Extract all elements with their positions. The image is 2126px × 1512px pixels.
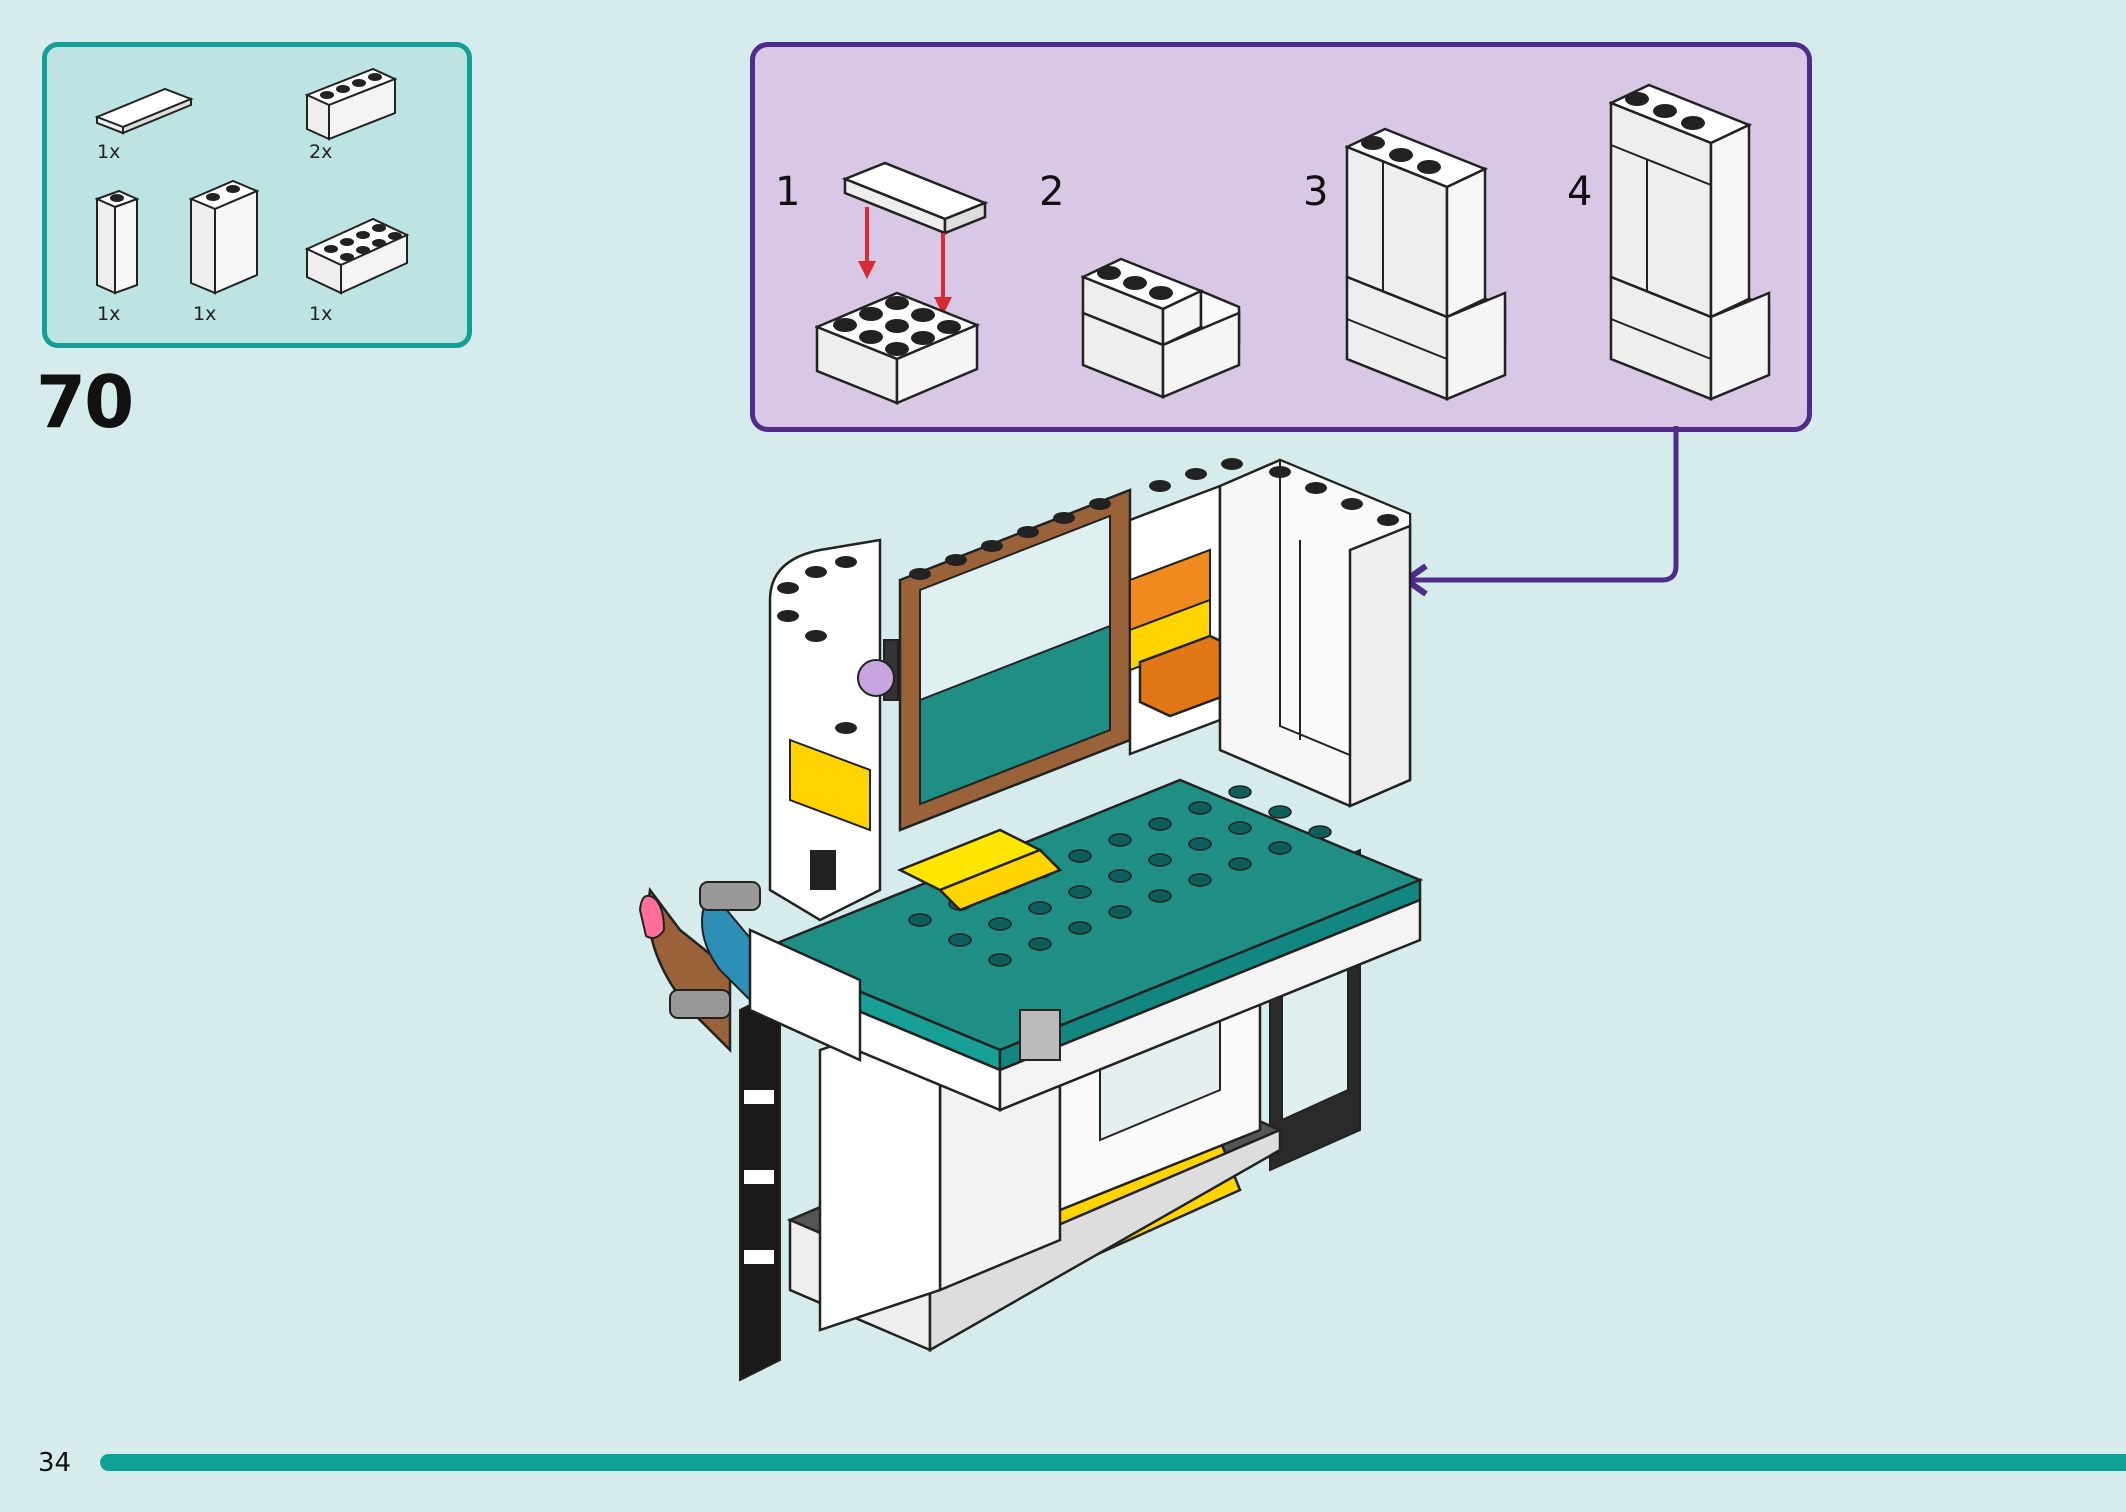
part-qty: 1x (193, 303, 217, 325)
sub-step-label: 3 (1303, 169, 1329, 215)
part-qty: 1x (97, 303, 121, 325)
page-number: 34 (38, 1448, 72, 1478)
part-qty: 1x (309, 303, 333, 325)
sub-step-2-illustration (1081, 257, 1241, 399)
sub-step-4-illustration (1609, 83, 1771, 401)
sub-step-label: 4 (1567, 169, 1593, 215)
progress-bar (100, 1454, 2126, 1471)
part-qty: 2x (309, 141, 333, 163)
part-white-brick-2x4-icon (304, 217, 410, 295)
parts-list-panel: 1x 2x 1x 1x 1x (42, 42, 472, 348)
part-qty: 1x (97, 141, 121, 163)
main-model-illustration (638, 458, 1424, 1382)
part-white-brick-1x1x3-icon (94, 189, 140, 295)
part-white-tile-icon (95, 87, 194, 135)
part-white-brick-1x2x3-icon (188, 179, 260, 295)
sub-assembly-panel: 1 2 3 4 (750, 42, 1812, 432)
sub-step-label: 2 (1039, 169, 1065, 215)
step-number: 70 (36, 360, 134, 444)
sub-step-3-illustration (1345, 127, 1507, 401)
sub-step-label: 1 (775, 169, 801, 215)
sub-step-1-illustration (815, 161, 989, 405)
part-white-brick-1x4-icon (304, 67, 398, 141)
